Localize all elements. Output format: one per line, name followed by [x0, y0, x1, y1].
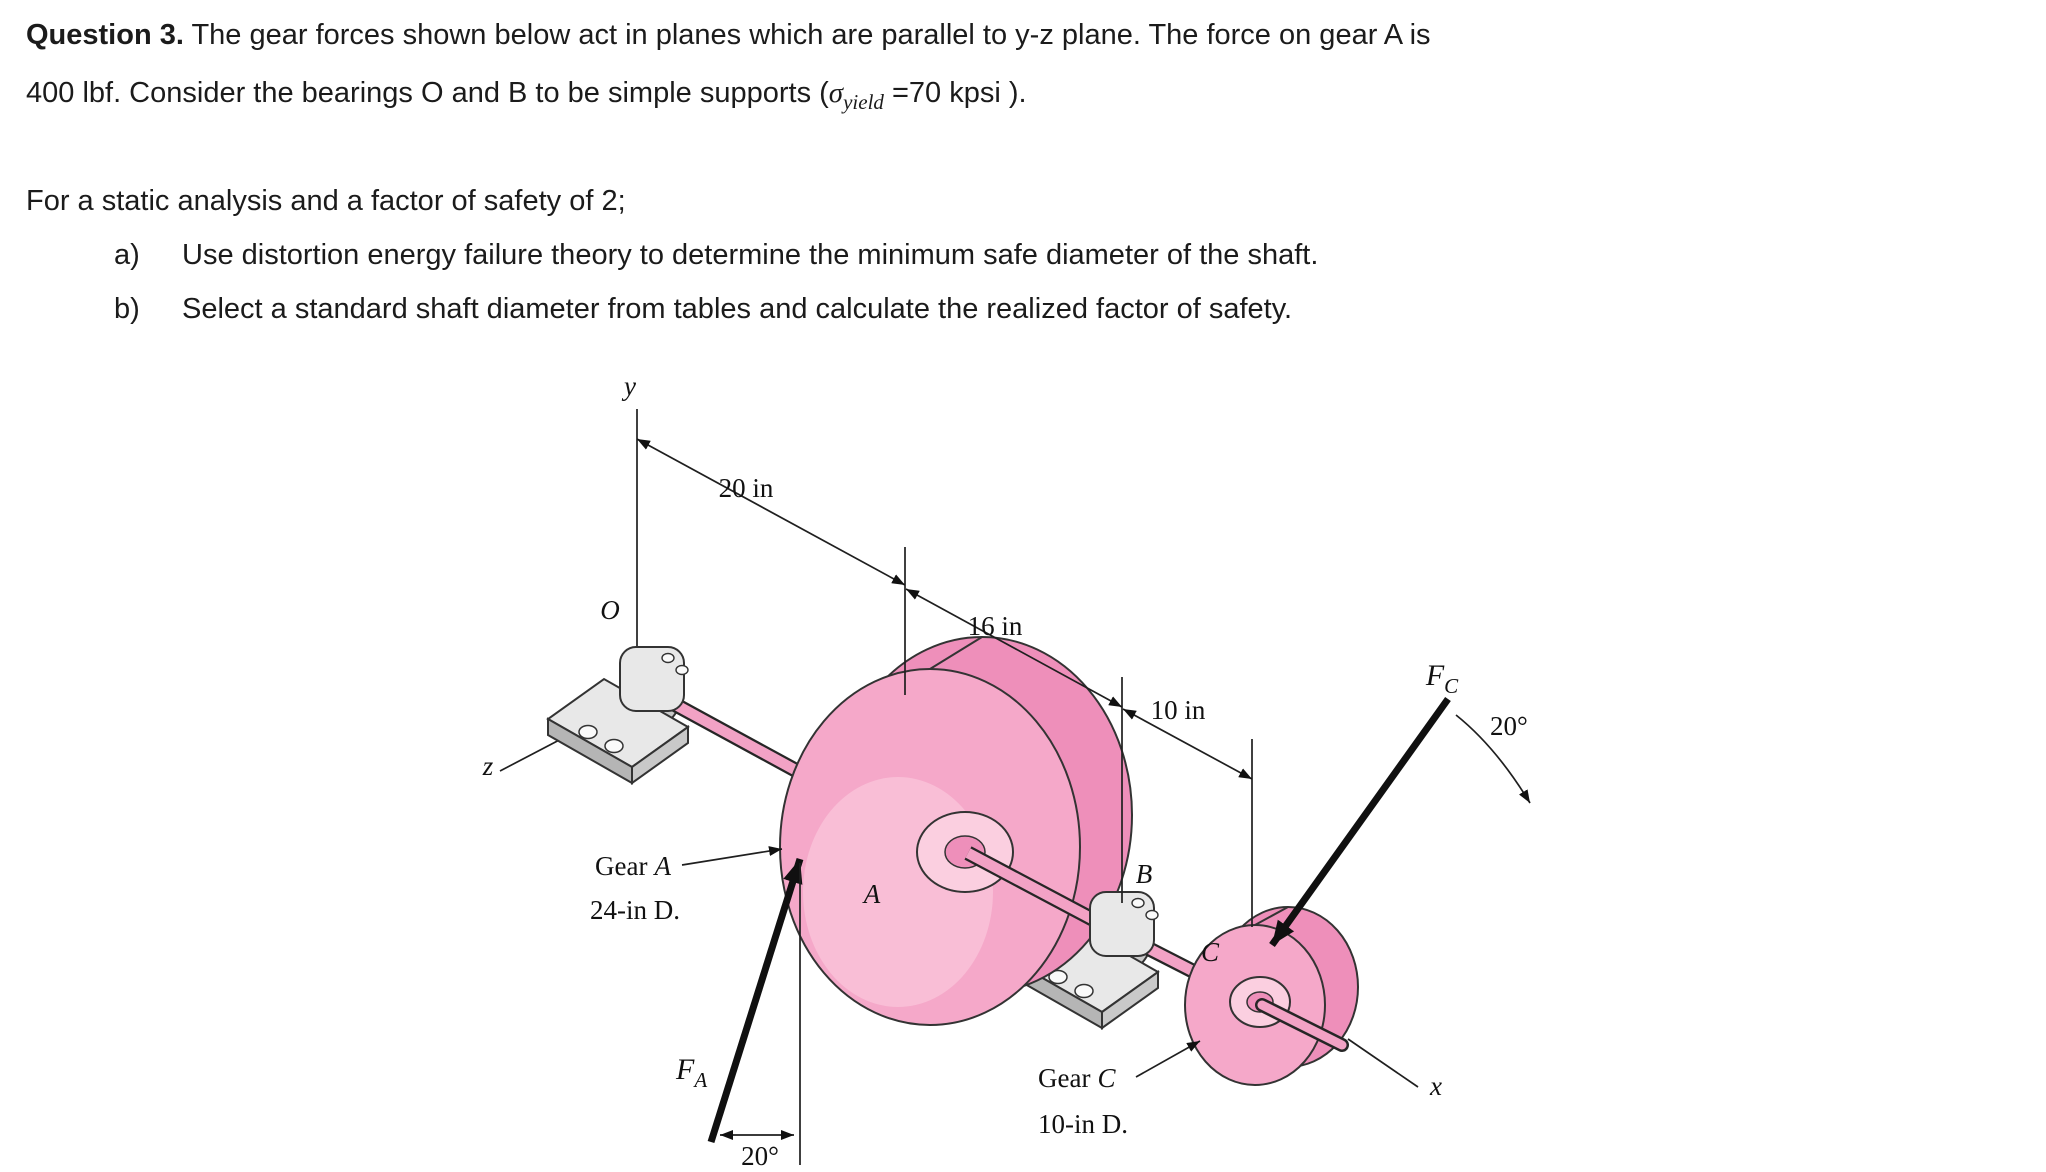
point-label-c: C — [1201, 937, 1220, 967]
task-item-b: b) Select a standard shaft diameter from … — [26, 293, 1292, 326]
force-fa: FA 20° — [675, 857, 804, 1171]
question-line-2: 400 lbf. Consider the bearings O and B t… — [26, 77, 1027, 115]
z-axis-label: z — [482, 751, 494, 781]
question-text-1: The gear forces shown below act in plane… — [183, 19, 1431, 51]
point-label-a: A — [862, 879, 881, 909]
bearing-o-cap — [619, 646, 689, 712]
point-label-o: O — [600, 595, 620, 625]
dim-label-10in: 10 in — [1151, 695, 1206, 725]
task-a-text: Use distortion energy failure theory to … — [182, 239, 1319, 271]
y-axis-label: y — [621, 371, 636, 401]
task-a-marker: a) — [114, 239, 140, 271]
force-fa-arrow — [707, 857, 804, 1144]
gear-c — [1184, 906, 1359, 1086]
gear-a-leader — [681, 846, 783, 866]
task-b-marker: b) — [114, 293, 140, 325]
gear-c-leader — [1135, 1040, 1201, 1078]
x-axis — [1347, 1038, 1419, 1088]
gear-c-callout-dia: 10-in D. — [1038, 1109, 1128, 1139]
fa-label: FA — [675, 1053, 707, 1092]
fc-angle-leader — [1455, 714, 1531, 804]
dim-line-10in — [1122, 708, 1253, 780]
question-text-3: =70 kpsi ). — [883, 77, 1027, 109]
question-number: Question 3. — [26, 19, 184, 51]
task-item-a: a) Use distortion energy failure theory t… — [26, 239, 1318, 272]
force-fc-arrow — [1269, 696, 1451, 948]
task-intro: For a static analysis and a factor of sa… — [26, 185, 626, 217]
dim-line-20in — [636, 438, 906, 586]
force-fc: FC 20° — [1269, 659, 1531, 948]
x-axis-label: x — [1429, 1071, 1442, 1101]
point-label-b: B — [1136, 859, 1153, 889]
sigma-symbol: σ — [828, 77, 844, 109]
dim-label-16in: 16 in — [968, 611, 1023, 641]
fc-label: FC — [1425, 659, 1459, 698]
dim-label-20in: 20 in — [719, 473, 774, 503]
task-b-text: Select a standard shaft diameter from ta… — [182, 293, 1293, 325]
shaft-stub — [1255, 998, 1349, 1052]
sigma-subscript: yield — [843, 89, 884, 114]
dim-line-16in — [905, 588, 1123, 708]
question-text-2: 400 lbf. Consider the bearings O and B t… — [26, 77, 829, 109]
bearing-b-cap — [1089, 891, 1159, 957]
gear-a-callout-dia: 24-in D. — [590, 895, 680, 925]
fc-angle-label: 20° — [1490, 711, 1528, 741]
fa-angle-label: 20° — [741, 1141, 779, 1171]
question-line-1: Question 3. The gear forces shown below … — [26, 19, 1431, 52]
shaft-gear-figure: 20 in 16 in 10 in y z x O A B C FA 20° F… — [482, 371, 1531, 1171]
